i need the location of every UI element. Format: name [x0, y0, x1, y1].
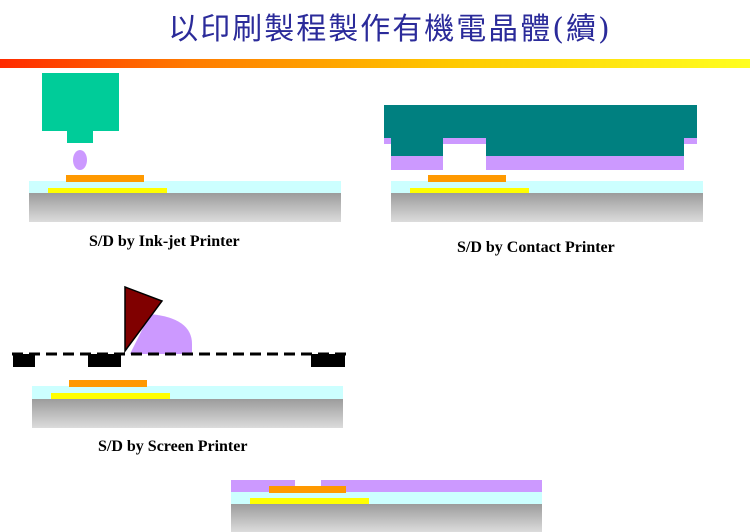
inkjet-nozzle-tip: [67, 131, 93, 143]
screen-gate: [51, 393, 170, 399]
final-structure-panel: [231, 480, 542, 532]
inkjet-source-drain: [66, 175, 144, 182]
screen-caption: S/D by Screen Printer: [98, 438, 248, 455]
contact-caption: S/D by Contact Printer: [457, 239, 615, 256]
inkjet-substrate: [29, 193, 341, 222]
final-substrate: [231, 504, 542, 532]
contact-stamp-right-foot: [486, 138, 684, 156]
inkjet-nozzle-body: [42, 73, 119, 131]
contact-ink-left: [391, 156, 443, 170]
final-semiconductor-right: [321, 480, 542, 492]
screen-frame-left: [13, 354, 35, 367]
inkjet-caption: S/D by Ink-jet Printer: [89, 233, 240, 250]
screen-mask-middle: [88, 354, 121, 367]
slide-title: 以印刷製程製作有機電晶體(續): [168, 12, 612, 47]
contact-ink-right: [486, 156, 684, 170]
contact-substrate: [391, 193, 703, 222]
screen-frame-right: [311, 354, 345, 367]
final-gate: [250, 498, 369, 504]
contact-stamp-left-foot: [391, 138, 443, 156]
contact-gate: [410, 188, 529, 193]
inkjet-panel: [29, 73, 341, 222]
title-divider: [0, 59, 750, 68]
contact-source-drain: [428, 175, 506, 182]
ink-droplet: [73, 150, 87, 170]
contact-panel: [384, 105, 703, 222]
contact-ink-top-right: [684, 138, 697, 144]
screen-substrate: [32, 399, 343, 428]
inkjet-gate: [48, 188, 167, 193]
contact-stamp: [384, 105, 697, 138]
squeegee: [124, 285, 164, 354]
contact-ink-top-left: [384, 138, 391, 144]
screen-source-drain: [69, 380, 147, 387]
screen-panel: [12, 285, 346, 428]
final-source-drain: [269, 486, 346, 493]
contact-ink-top-mid: [443, 138, 486, 144]
